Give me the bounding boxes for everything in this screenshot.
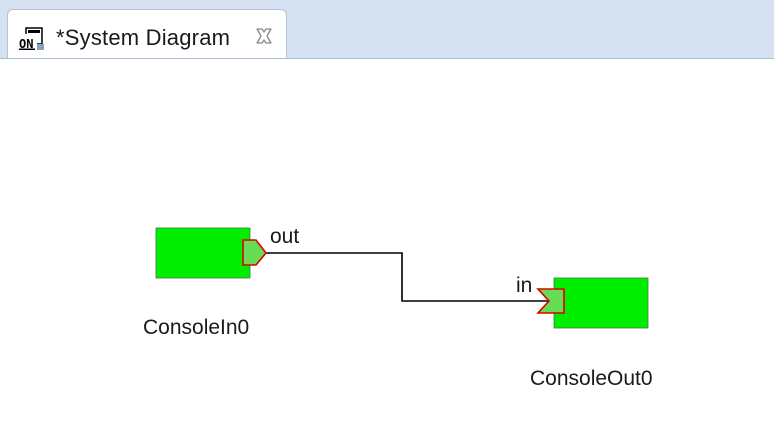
component-label-consolein0: ConsoleIn0 — [143, 316, 250, 339]
port-label-in: in — [516, 274, 533, 297]
tab-bar: ON *System Diagram — [0, 0, 774, 59]
port-label-out: out — [270, 225, 300, 248]
connection-line[interactable] — [256, 252, 549, 302]
editor-left-margin — [0, 59, 7, 441]
close-icon[interactable] — [254, 26, 274, 46]
svg-text:ON: ON — [19, 37, 33, 51]
system-diagram-icon: ON — [19, 27, 44, 51]
component-consoleout0[interactable] — [553, 277, 649, 329]
tab-title: *System Diagram — [56, 25, 231, 50]
port-in[interactable] — [536, 288, 565, 314]
component-consolein0[interactable] — [155, 227, 251, 279]
tab-bar-divider — [0, 58, 774, 59]
component-label-consoleout0: ConsoleOut0 — [530, 367, 653, 390]
port-out[interactable] — [242, 239, 268, 266]
diagram-canvas[interactable] — [7, 59, 774, 441]
tab-system-diagram[interactable]: ON *System Diagram — [7, 9, 287, 59]
